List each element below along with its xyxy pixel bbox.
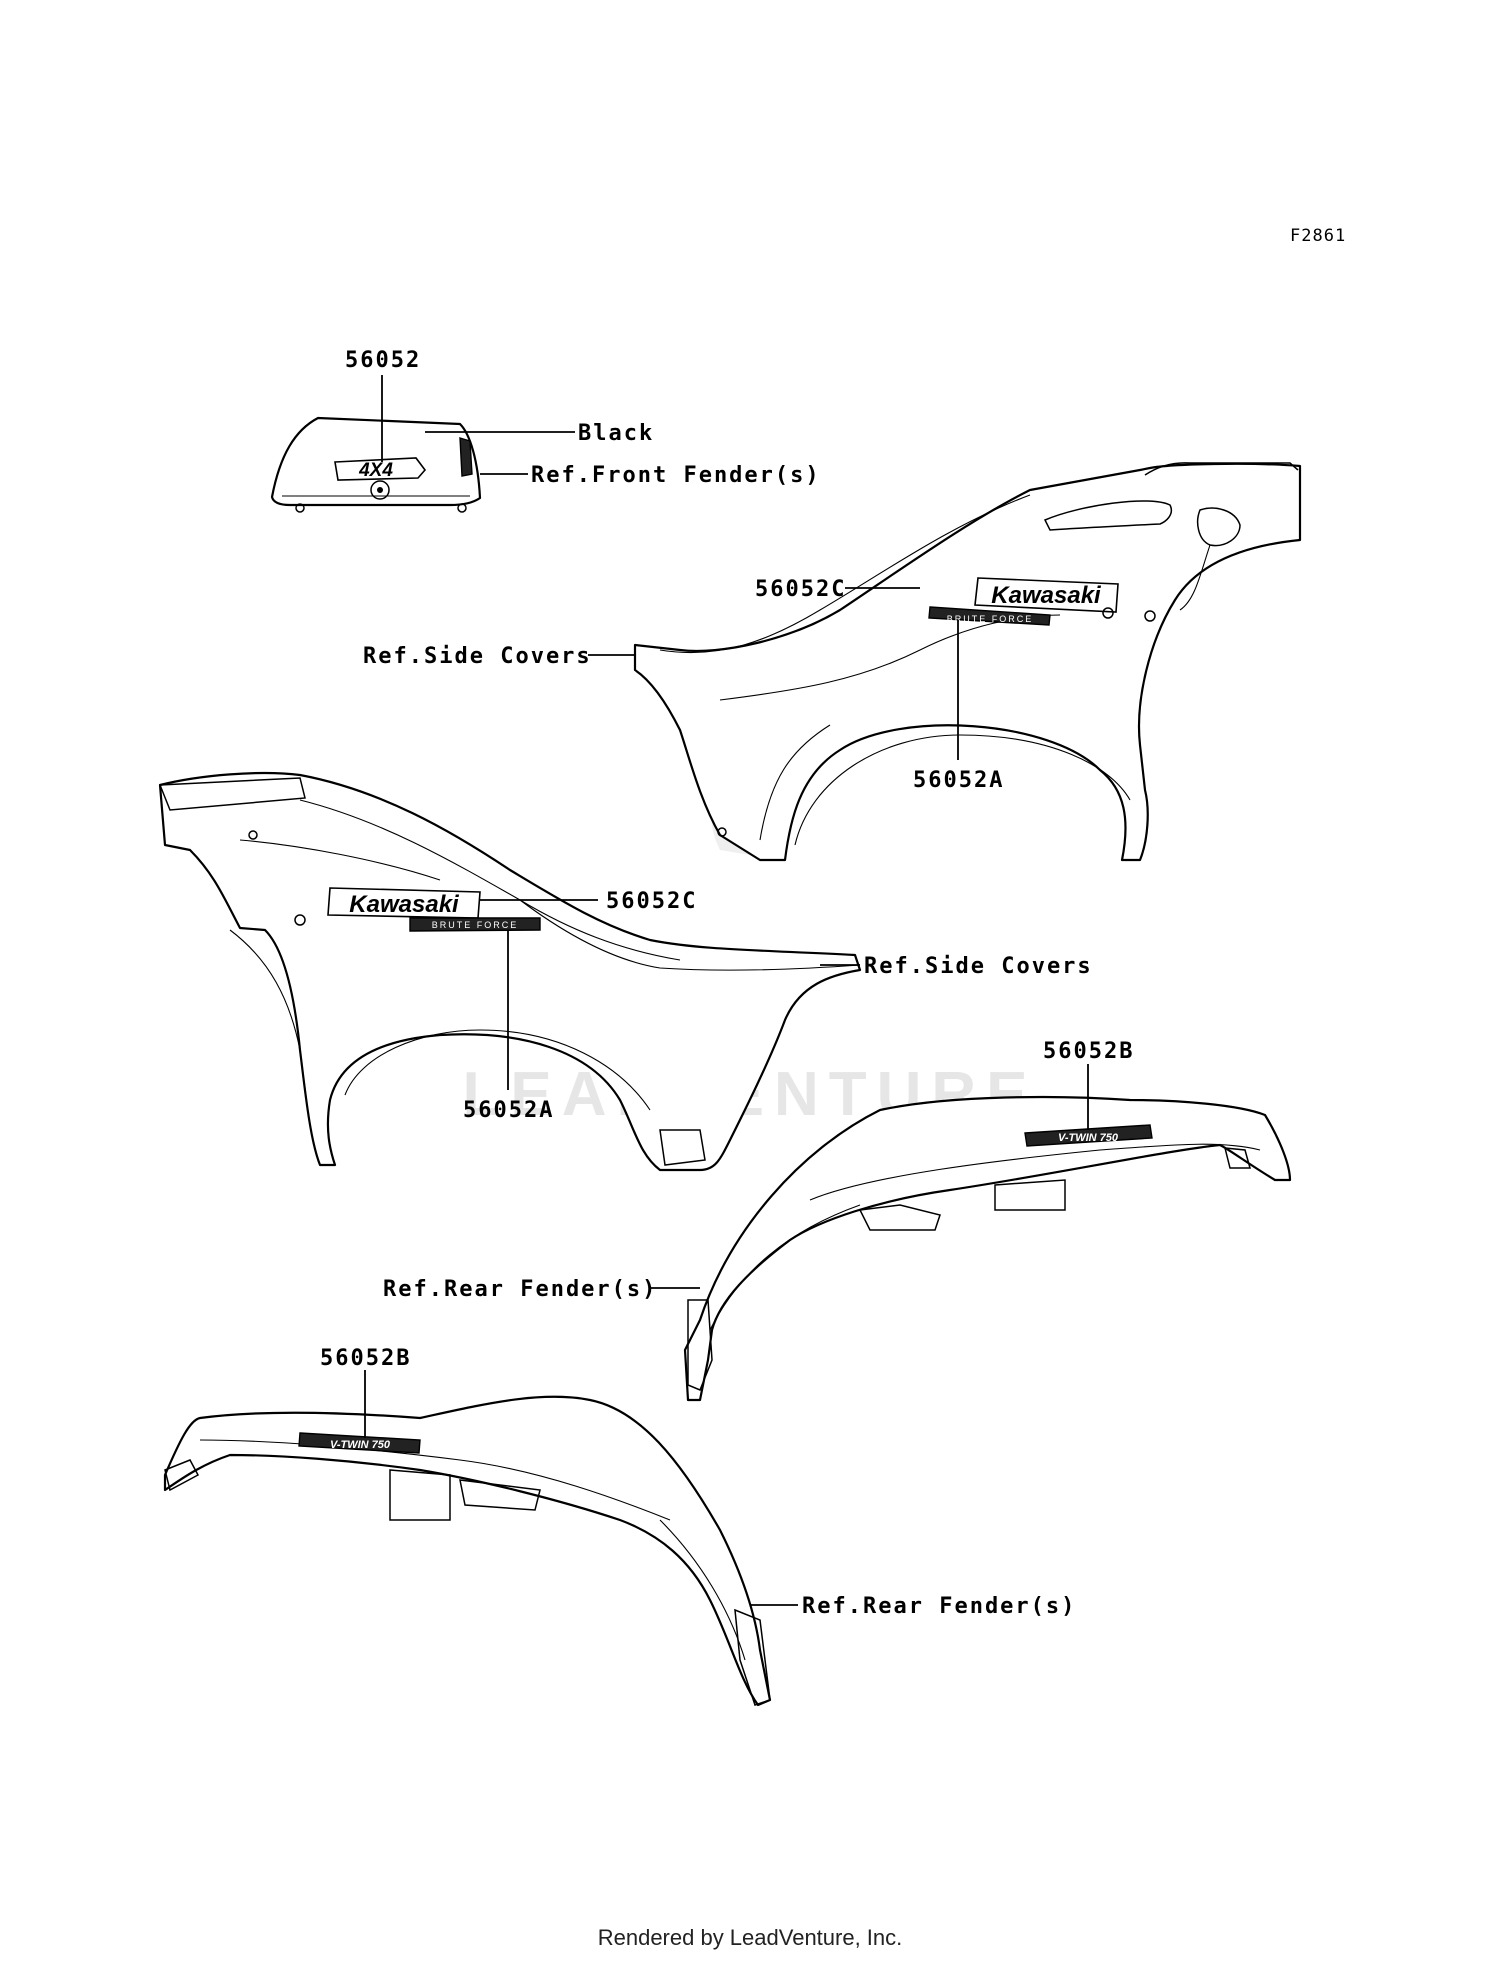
left-side-cover-wheel-arch [344,1029,651,1111]
rear-fender-left-tab [164,1459,200,1492]
kawasaki-decal-left-text: Kawasaki [349,891,460,918]
left-side-cover-top-rail [158,777,306,811]
right-side-cover-wheel-arch [794,734,1131,846]
rear-fender-left-leg [734,1608,771,1706]
right-side-cover-round-panel [1197,507,1241,547]
figure-code: F2861 [1290,226,1346,246]
front-fender-emblem [459,437,473,477]
brute-force-decal-right-text: BRUTE FORCE [947,614,1034,624]
rear-fender-right-mudflap [858,1204,941,1231]
left-side-cover-lower-curve [229,929,301,1051]
label-black: Black [578,421,654,446]
right-side-cover-vent [1043,500,1172,531]
rear-fender-left-edge [199,1439,671,1521]
rear-fender-right-part: V-TWIN 750 [683,1095,1292,1402]
vtwin-decal-right [1024,1124,1153,1147]
kawasaki-decal-right-text: Kawasaki [991,582,1102,609]
vtwin-decal-left [298,1432,421,1454]
rear-fender-left-mudflap [389,1469,451,1521]
label-rear-right-ref-rear-fender: Ref.Rear Fender(s) [383,1277,657,1302]
left-side-cover-bracket [659,1129,706,1166]
label-rear-right-56052B: 56052B [1043,1039,1134,1064]
rear-fender-right-leg [687,1299,713,1391]
label-left-ref-side-covers: Ref.Side Covers [864,954,1093,979]
right-side-cover-outline [633,462,1302,862]
right-side-cover-top-rail [1144,462,1299,476]
front-fender-part: 4X4 [270,416,482,513]
left-side-cover-outline [158,771,862,1172]
rear-fender-left-bracket [459,1479,541,1511]
brute-force-decal-left-text: BRUTE FORCE [432,920,519,930]
vtwin-decal-left-text: V-TWIN 750 [330,1439,391,1451]
rear-fender-left-outline [163,1395,772,1707]
footer-credit: Rendered by LeadVenture, Inc. [597,1925,903,1950]
four-by-four-decal [334,457,427,481]
rear-fender-right-bracket [994,1179,1066,1211]
label-right-56052A: 56052A [913,768,1004,793]
front-fender-tab-right [457,503,467,513]
right-side-cover-curve [1179,544,1211,611]
rear-fender-right-arch [709,1204,861,1331]
left-side-cover-fastener-2 [248,830,258,840]
front-fender-tab-left [295,503,305,513]
right-side-cover-fastener [1102,607,1114,619]
four-by-four-decal-text: 4X4 [358,460,393,481]
rear-fender-left-arch [659,1519,746,1661]
right-side-cover-tab [717,827,727,837]
front-fender-fastener [370,480,390,500]
brute-force-decal-right [928,606,1051,626]
label-rear-left-56052B: 56052B [320,1346,411,1371]
left-side-cover-crease [239,839,441,881]
label-front-part-number: 56052 [345,348,421,373]
right-side-cover-lower-line [759,724,831,841]
front-fender-fastener-center [377,487,383,493]
right-side-cover-fastener-2 [1144,610,1156,622]
brute-force-decal-left [409,917,541,932]
label-right-56052C: 56052C [755,577,846,602]
left-side-cover-fastener [294,914,306,926]
label-rear-left-ref-rear-fender: Ref.Rear Fender(s) [802,1594,1076,1619]
vtwin-decal-right-text: V-TWIN 750 [1058,1132,1119,1144]
rear-fender-right-tab [1224,1147,1251,1169]
left-side-cover-part: Kawasaki BRUTE FORCE [158,771,862,1172]
label-left-56052A: 56052A [463,1098,554,1123]
rear-fender-left-part: V-TWIN 750 [163,1395,772,1707]
label-right-ref-side-covers: Ref.Side Covers [363,644,592,669]
kawasaki-decal-right [974,577,1119,613]
label-ref-front-fender: Ref.Front Fender(s) [531,463,821,488]
rear-fender-right-outline [683,1095,1292,1402]
left-side-cover-seat-edge [519,899,861,971]
label-left-56052C: 56052C [606,889,697,914]
right-side-cover-part: Kawasaki BRUTE FORCE [633,462,1302,862]
rear-fender-right-edge [809,1143,1261,1201]
right-side-cover-edge-line [659,494,1031,654]
